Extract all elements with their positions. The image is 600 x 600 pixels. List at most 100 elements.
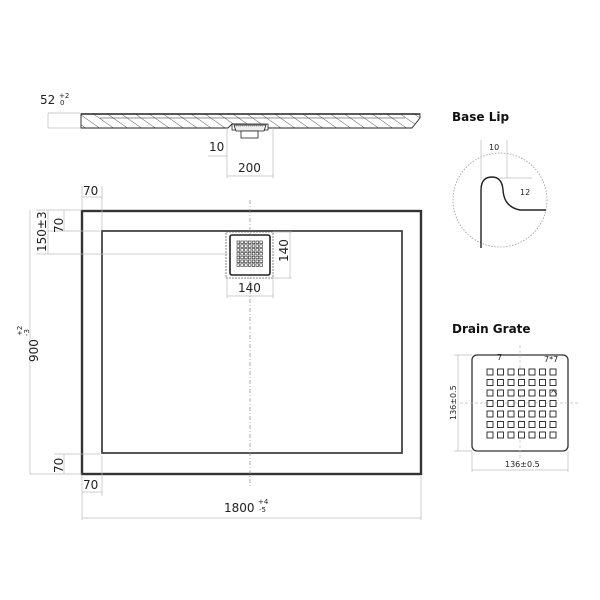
grate-hole: [244, 263, 248, 267]
plan-drain-grate: [225, 231, 274, 279]
grate-hole: [518, 431, 525, 439]
base-lip-detail: Base Lip 10 12: [452, 110, 548, 248]
grate-hole: [259, 252, 263, 256]
left-border-label: 70: [83, 184, 98, 198]
grate-hole: [251, 263, 256, 267]
drain-width-label: 140: [238, 281, 261, 295]
grate-hole: [240, 244, 244, 248]
width-label: 1800: [224, 501, 255, 515]
grate-hole: [248, 240, 252, 244]
section-height-tol-plus: +2: [59, 92, 69, 100]
grate-hole: [248, 248, 252, 252]
grate-hole: [507, 389, 515, 397]
grate-hole: [248, 244, 252, 248]
grate-hole: [255, 255, 259, 260]
grate-hole: [236, 244, 240, 248]
bottom-left-border-label: 70: [83, 478, 98, 492]
base-lip-title: Base Lip: [452, 110, 509, 124]
lip-height-label: 12: [520, 188, 530, 197]
grate-hole: [539, 400, 546, 407]
grate-width-label: 136±0.5: [505, 460, 540, 469]
grate-hole: [236, 240, 240, 244]
grate-hole: [539, 410, 546, 418]
grate-hole: [236, 252, 240, 256]
grate-hole: [528, 410, 536, 418]
drain-height-label: 140: [277, 239, 291, 262]
grate-hole: [240, 259, 244, 263]
grate-hole: [528, 400, 536, 407]
grate-hole: [259, 263, 263, 267]
grate-hole: [518, 410, 525, 418]
grate-hole: [549, 400, 557, 407]
grate-hole: [497, 421, 504, 428]
section-view: 52 +2 0 10 200: [40, 92, 421, 178]
grate-hole: [248, 255, 252, 260]
grate-hole-label: 7: [497, 353, 502, 362]
grate-hole: [255, 263, 259, 267]
grate-hole: [248, 263, 252, 267]
grate-hole: [236, 248, 240, 252]
grate-hole: [528, 431, 536, 439]
grate-hole: [528, 379, 536, 386]
grate-hole: [236, 259, 240, 263]
grate-hole: [486, 400, 494, 407]
grate-hole: [251, 244, 256, 248]
grate-hole: [244, 259, 248, 263]
drain-grate-title: Drain Grate: [452, 322, 531, 336]
grate-hole: [486, 368, 494, 376]
depth-label: 900: [27, 339, 41, 362]
grate-hole: [528, 368, 536, 376]
grate-hole: [549, 389, 557, 397]
width-tol-minus: -5: [259, 506, 266, 514]
grate-hole: [507, 421, 515, 428]
grate-hole: [539, 421, 546, 428]
grate-hole: [248, 259, 252, 263]
grate-hole: [539, 389, 546, 397]
top-border-label: 70: [52, 218, 66, 233]
width-tol-plus: +4: [258, 498, 269, 506]
grate-hole: [518, 368, 525, 376]
grate-hole: [259, 244, 263, 248]
grate-hole: [240, 248, 244, 252]
grate-hole: [507, 400, 515, 407]
grate-side-label: 7: [550, 388, 560, 397]
grate-height-label: 136±0.5: [449, 385, 458, 420]
depth-tol-minus: -3: [23, 329, 31, 336]
grate-hole: [518, 400, 525, 407]
grate-hole: [549, 379, 557, 386]
grate-hole: [248, 252, 252, 256]
grate-hole: [539, 431, 546, 439]
grate-hole: [240, 240, 244, 244]
grate-hole: [259, 240, 263, 244]
grate-hole: [518, 421, 525, 428]
grate-hole: [236, 263, 240, 267]
grate-hole: [549, 421, 557, 428]
grate-hole: [244, 252, 248, 256]
grate-hole: [528, 389, 536, 397]
grate-hole: [486, 421, 494, 428]
grate-hole: [255, 259, 259, 263]
drain-depth-label: 10: [209, 140, 224, 154]
grate-hole: [255, 248, 259, 252]
bottom-border-label: 70: [52, 458, 66, 473]
grate-hole: [497, 410, 504, 418]
plan-view: 150±3 70 900 +2 -3 70 70 70 1800 +4 -5 1…: [16, 184, 423, 520]
grate-hole: [240, 263, 244, 267]
grate-hole: [251, 240, 256, 244]
grate-hole: [539, 368, 546, 376]
grate-hole: [244, 248, 248, 252]
grate-hole: [507, 379, 515, 386]
grate-hole: [255, 244, 259, 248]
grate-hole: [251, 259, 256, 263]
grate-hole: [497, 368, 504, 376]
grate-hole: [518, 379, 525, 386]
grate-hole: [244, 244, 248, 248]
grate-hole: [486, 431, 494, 439]
grate-hole: [244, 255, 248, 260]
grate-hole: [528, 421, 536, 428]
grate-hole: [486, 410, 494, 418]
grate-hole: [244, 240, 248, 244]
grate-hole: [549, 410, 557, 418]
grate-hole: [251, 252, 256, 256]
